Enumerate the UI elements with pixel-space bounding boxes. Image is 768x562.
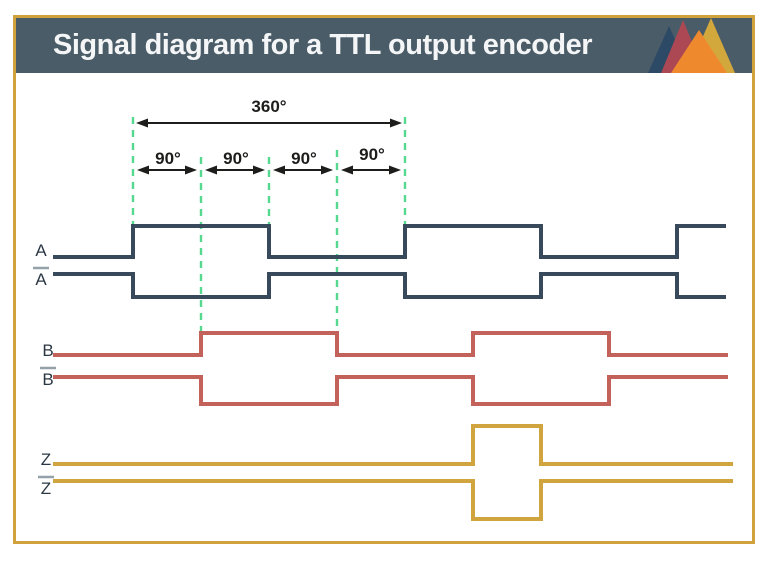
- signal-A-trace: [53, 224, 726, 259]
- arrowhead-right-icon: [390, 118, 402, 128]
- diagram-border-frame: [13, 15, 755, 544]
- arrowhead-right-icon: [185, 165, 197, 175]
- arrowhead-right-icon: [321, 165, 333, 175]
- arrowhead-left-icon: [205, 165, 217, 175]
- dimension-arrow-90deg-4-label: 90°: [359, 145, 385, 164]
- signal-A-bar-trace: [53, 272, 726, 299]
- logo-triangle-orange: [671, 30, 727, 73]
- arrowhead-left-icon: [137, 165, 149, 175]
- arrowhead-right-icon: [389, 165, 401, 175]
- signal-Z-bar-trace: [53, 479, 733, 521]
- signal-Z-bar-label: Z: [41, 479, 51, 498]
- arrowhead-left-icon: [136, 118, 148, 128]
- signal-B-trace: [53, 331, 728, 357]
- arrowhead-right-icon: [253, 165, 265, 175]
- dimension-arrow-90deg-1-label: 90°: [155, 149, 181, 168]
- signal-Z-label: Z: [41, 450, 51, 469]
- signal-B-bar-label: B: [42, 370, 53, 389]
- dimension-arrow-360deg-0-label: 360°: [251, 97, 286, 116]
- signal-A-label: A: [35, 241, 47, 260]
- signal-B-bar-trace: [53, 375, 728, 406]
- title-bar: Signal diagram for a TTL output encoder: [16, 18, 752, 73]
- signal-A-bar-label: A: [35, 270, 47, 289]
- dimension-arrow-90deg-3-label: 90°: [291, 149, 317, 168]
- mountain-triangles-logo: [648, 18, 735, 73]
- arrowhead-left-icon: [273, 165, 285, 175]
- page-title: Signal diagram for a TTL output encoder: [53, 29, 593, 61]
- dimension-arrow-90deg-2-label: 90°: [223, 149, 249, 168]
- arrowhead-left-icon: [341, 165, 353, 175]
- signal-B-label: B: [42, 341, 53, 360]
- signal-Z-trace: [53, 424, 733, 466]
